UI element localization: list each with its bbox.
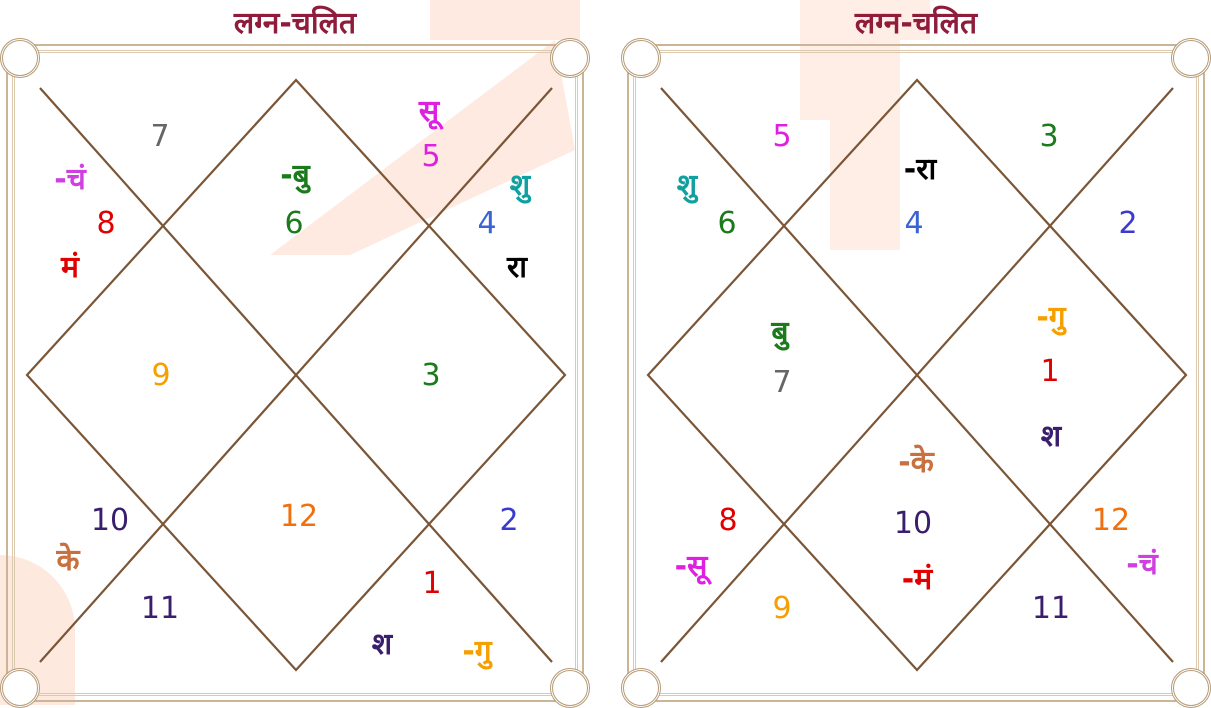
house-number: 12 <box>280 502 318 532</box>
chart-grid-lines <box>621 0 1211 705</box>
house-number: 10 <box>894 509 932 539</box>
house-number: 4 <box>904 209 923 239</box>
house-number: 11 <box>1032 594 1070 624</box>
planet-label: सू <box>419 97 439 127</box>
planet-label: -रा <box>904 155 937 185</box>
house-number: 9 <box>151 361 170 391</box>
house-number: 7 <box>772 368 791 398</box>
planet-label: -चं <box>1126 550 1158 580</box>
chart-left: लग्न-चलित 7 8 6 5 4 9 3 10 12 2 11 1 -चं… <box>0 0 590 705</box>
house-number: 3 <box>1039 122 1058 152</box>
house-number: 2 <box>1118 209 1137 239</box>
house-number: 6 <box>284 209 303 239</box>
chart-right: लग्न-चलित 5 3 6 4 2 7 1 8 10 12 9 11 शु … <box>621 0 1211 705</box>
house-number: 10 <box>91 506 129 536</box>
planet-label: -गु <box>1036 303 1065 333</box>
planet-label: -बु <box>280 161 310 191</box>
planet-label: शु <box>677 171 697 201</box>
planet-label: रा <box>507 253 527 283</box>
house-number: 4 <box>477 209 496 239</box>
planet-label: -गु <box>462 637 491 667</box>
chart-grid-lines <box>0 0 590 705</box>
planet-label: शु <box>510 171 530 201</box>
house-number: 11 <box>141 594 179 624</box>
planet-label: श <box>1041 422 1061 452</box>
house-number: 5 <box>772 122 791 152</box>
house-number: 2 <box>499 506 518 536</box>
house-number: 8 <box>718 506 737 536</box>
house-number: 3 <box>421 361 440 391</box>
planet-label: -मं <box>902 565 932 595</box>
house-number: 5 <box>421 142 440 172</box>
planet-label: के <box>56 546 79 576</box>
planet-label: बु <box>771 318 788 348</box>
house-number: 7 <box>150 122 169 152</box>
planet-label: -के <box>898 448 934 478</box>
house-number: 9 <box>772 594 791 624</box>
house-number: 1 <box>422 569 441 599</box>
planet-label: -चं <box>54 165 86 195</box>
planet-label: श <box>372 630 392 660</box>
planet-label: -सू <box>675 552 708 582</box>
house-number: 12 <box>1092 506 1130 536</box>
house-number: 6 <box>717 209 736 239</box>
house-number: 8 <box>96 209 115 239</box>
house-number: 1 <box>1040 357 1059 387</box>
planet-label: मं <box>61 253 79 283</box>
